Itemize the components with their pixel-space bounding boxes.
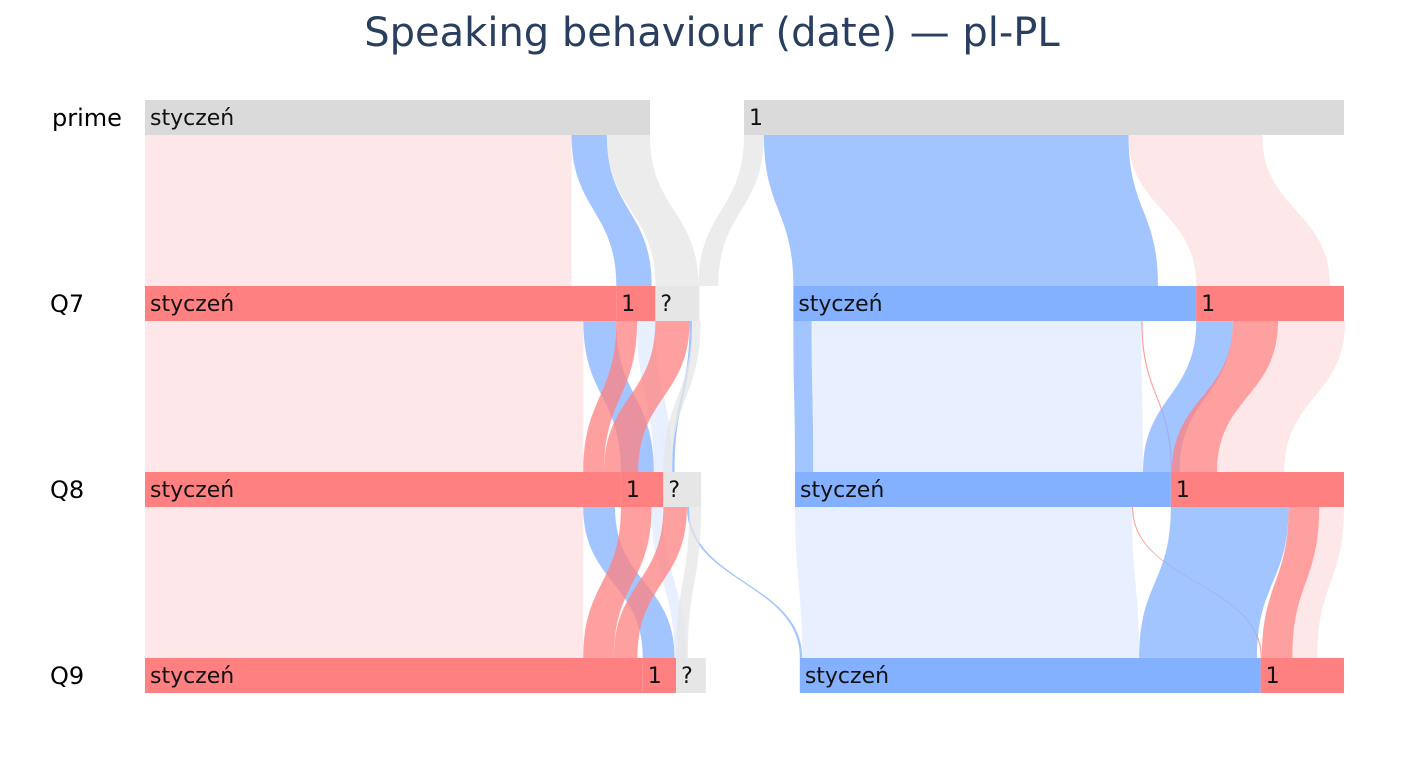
category-label-3-4: 1 (1266, 664, 1280, 689)
ribbons-layer (145, 135, 1346, 658)
flow-ribbon-5[interactable] (1128, 135, 1330, 286)
flow-ribbon-15[interactable] (1141, 321, 1173, 472)
category-label-3-0: styczeń (150, 664, 234, 689)
category-bar-2-4[interactable] (1170, 472, 1344, 507)
category-bar-2-3[interactable] (795, 472, 1171, 507)
category-label-2-4: 1 (1176, 478, 1190, 503)
flow-ribbon-4[interactable] (763, 135, 1158, 286)
flow-ribbon-1[interactable] (571, 135, 652, 286)
flow-ribbon-16[interactable] (1143, 321, 1233, 472)
category-label-2-2: ? (668, 478, 680, 503)
category-label-3-2: ? (681, 664, 693, 689)
category-label-2-0: styczeń (150, 478, 234, 503)
category-bar-1-3[interactable] (793, 286, 1197, 321)
flow-ribbon-26[interactable] (795, 507, 1140, 658)
category-label-3-1: 1 (648, 664, 662, 689)
category-label-1-2: ? (660, 292, 672, 317)
category-label-1-4: 1 (1201, 292, 1215, 317)
category-bar-1-0[interactable] (145, 286, 617, 321)
category-bar-3-4[interactable] (1260, 658, 1344, 693)
category-bar-3-2[interactable] (676, 658, 706, 693)
dimension-label-1: Q7 (50, 290, 84, 318)
category-label-1-0: styczeń (150, 292, 234, 317)
flow-ribbon-12[interactable] (663, 321, 701, 472)
flow-ribbon-0[interactable] (145, 135, 572, 286)
flow-ribbon-14[interactable] (811, 321, 1144, 472)
flow-ribbon-6[interactable] (145, 321, 584, 472)
category-label-0-1: 1 (749, 106, 763, 131)
flow-ribbon-30[interactable] (1292, 507, 1344, 658)
category-bars-layer (145, 100, 1344, 693)
flow-ribbon-21[interactable] (583, 507, 652, 658)
category-bar-0-1[interactable] (743, 100, 1344, 135)
category-bar-1-2[interactable] (655, 286, 700, 321)
category-bar-3-0[interactable] (145, 658, 643, 693)
flow-ribbon-28[interactable] (1139, 507, 1289, 658)
flow-ribbon-8[interactable] (583, 321, 638, 472)
flow-ribbon-29[interactable] (1261, 507, 1320, 658)
chart-title: Speaking behaviour (date) — pl-PL (364, 10, 1060, 56)
flow-ribbon-2[interactable] (606, 135, 699, 286)
dimension-label-0: prime (52, 104, 122, 132)
flow-ribbon-24[interactable] (686, 507, 803, 658)
category-bar-2-0[interactable] (145, 472, 621, 507)
flow-ribbon-23[interactable] (613, 507, 687, 658)
category-bar-2-1[interactable] (620, 472, 664, 507)
category-bar-1-4[interactable] (1196, 286, 1344, 321)
category-label-2-1: 1 (626, 478, 640, 503)
category-label-2-3: styczeń (800, 478, 884, 503)
category-bar-3-3[interactable] (799, 658, 1261, 693)
flow-ribbon-13[interactable] (793, 321, 814, 472)
flow-ribbon-3[interactable] (698, 135, 764, 286)
category-bar-0-0[interactable] (145, 100, 650, 135)
flow-ribbon-18[interactable] (1217, 321, 1346, 472)
category-label-1-1: 1 (621, 292, 635, 317)
flow-ribbon-19[interactable] (145, 507, 584, 658)
dimension-label-2: Q8 (50, 476, 84, 504)
flow-ribbon-25[interactable] (676, 507, 702, 658)
category-label-0-0: styczeń (150, 106, 234, 131)
category-label-3-3: styczeń (805, 664, 889, 689)
category-label-1-3: styczeń (798, 292, 882, 317)
dimension-label-3: Q9 (50, 662, 84, 690)
flow-ribbon-10[interactable] (604, 321, 690, 472)
category-bar-1-1[interactable] (616, 286, 656, 321)
category-bar-2-2[interactable] (663, 472, 702, 507)
flow-ribbon-17[interactable] (1172, 321, 1279, 472)
category-bar-3-1[interactable] (642, 658, 677, 693)
